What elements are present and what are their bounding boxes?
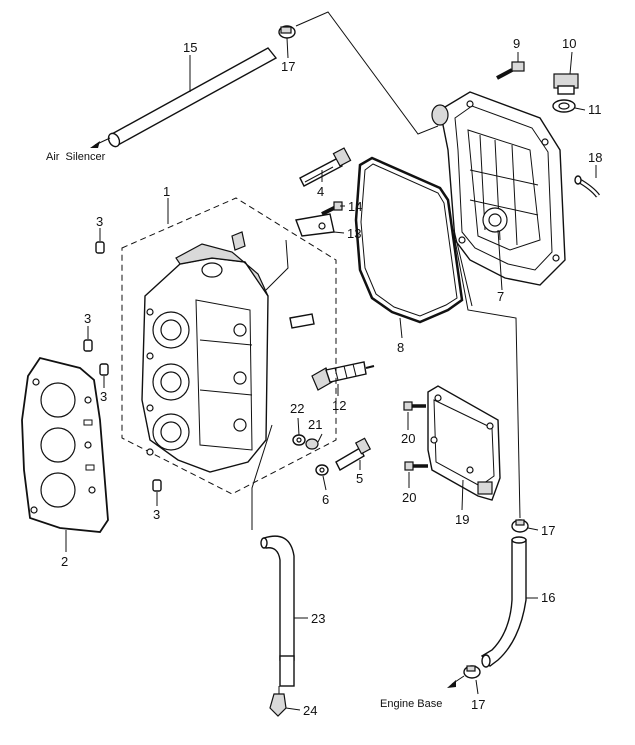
washer-6 — [315, 464, 329, 491]
bolt-5 — [335, 437, 372, 471]
label-21: 21 — [308, 417, 322, 432]
label-14: 14 — [348, 199, 362, 214]
label-3c: 3 — [100, 389, 107, 404]
label-7: 7 — [497, 289, 504, 304]
label-2: 2 — [61, 554, 68, 569]
label-12: 12 — [332, 398, 346, 413]
label-17-bottom: 17 — [471, 697, 485, 712]
label-10: 10 — [562, 36, 576, 51]
label-5: 5 — [356, 471, 363, 486]
washer-11 — [552, 99, 586, 113]
label-23: 23 — [311, 611, 325, 626]
label-22: 22 — [290, 401, 304, 416]
label-17-mid: 17 — [541, 523, 555, 538]
washer-22 — [292, 417, 306, 446]
label-engine-base: Engine Base — [380, 698, 442, 710]
leader-cover-to-hose16 — [454, 239, 521, 519]
label-19: 19 — [455, 512, 469, 527]
label-4: 4 — [317, 184, 324, 199]
plug-21 — [305, 433, 323, 450]
hose-15 — [107, 47, 278, 148]
label-8: 8 — [397, 340, 404, 355]
spark-plug-12 — [311, 361, 375, 396]
hose-clamp-17-mid — [511, 519, 539, 533]
hose-23 — [260, 535, 308, 687]
hose-18 — [574, 165, 600, 198]
leader-clamp-to-cover — [295, 11, 439, 135]
label-3d: 3 — [153, 507, 160, 522]
bolt-20a — [403, 401, 426, 430]
gasket-8 — [354, 156, 464, 339]
bolt-20b — [404, 461, 428, 488]
dowel-pin-3c — [99, 363, 109, 388]
label-6: 6 — [322, 492, 329, 507]
hose-clamp-17-top — [278, 25, 296, 59]
label-1: 1 — [163, 184, 170, 199]
oil-plug-10 — [553, 51, 579, 95]
cylinder-head-cover-7 — [431, 91, 566, 291]
bracket-13 — [295, 213, 345, 237]
label-3a: 3 — [96, 214, 103, 229]
bolt-4 — [299, 147, 352, 187]
label-13: 13 — [347, 226, 361, 241]
hose-clamp-17-bottom — [463, 665, 481, 695]
arrow-to-air-silencer — [90, 137, 111, 148]
arrow-to-engine-base — [447, 675, 465, 688]
leader-cover-to-plate — [453, 229, 473, 307]
label-24: 24 — [303, 703, 317, 718]
dowel-pin-3a — [95, 228, 105, 254]
label-15: 15 — [183, 40, 197, 55]
head-gasket-2 — [21, 356, 109, 552]
label-9: 9 — [513, 36, 520, 51]
label-3b: 3 — [84, 311, 91, 326]
label-11: 11 — [588, 102, 602, 117]
leader-head-to-cover — [265, 239, 289, 291]
dowel-pin-3d — [152, 479, 162, 506]
label-18: 18 — [588, 150, 602, 165]
cover-plate-19 — [427, 385, 501, 511]
fitting-24 — [269, 686, 301, 717]
cylinder-head-group-box — [121, 197, 337, 495]
dowel-pin-3b — [83, 326, 93, 352]
bolt-14 — [321, 201, 345, 216]
bolt-9 — [496, 52, 525, 80]
label-20a: 20 — [401, 431, 415, 446]
cylinder-head-1 — [141, 231, 315, 473]
leader-head-to-hose23 — [251, 424, 273, 530]
label-16: 16 — [541, 590, 555, 605]
label-17-top: 17 — [281, 59, 295, 74]
hose-16 — [480, 536, 538, 668]
label-air-silencer: Air Silencer — [46, 151, 106, 163]
label-20b: 20 — [402, 490, 416, 505]
